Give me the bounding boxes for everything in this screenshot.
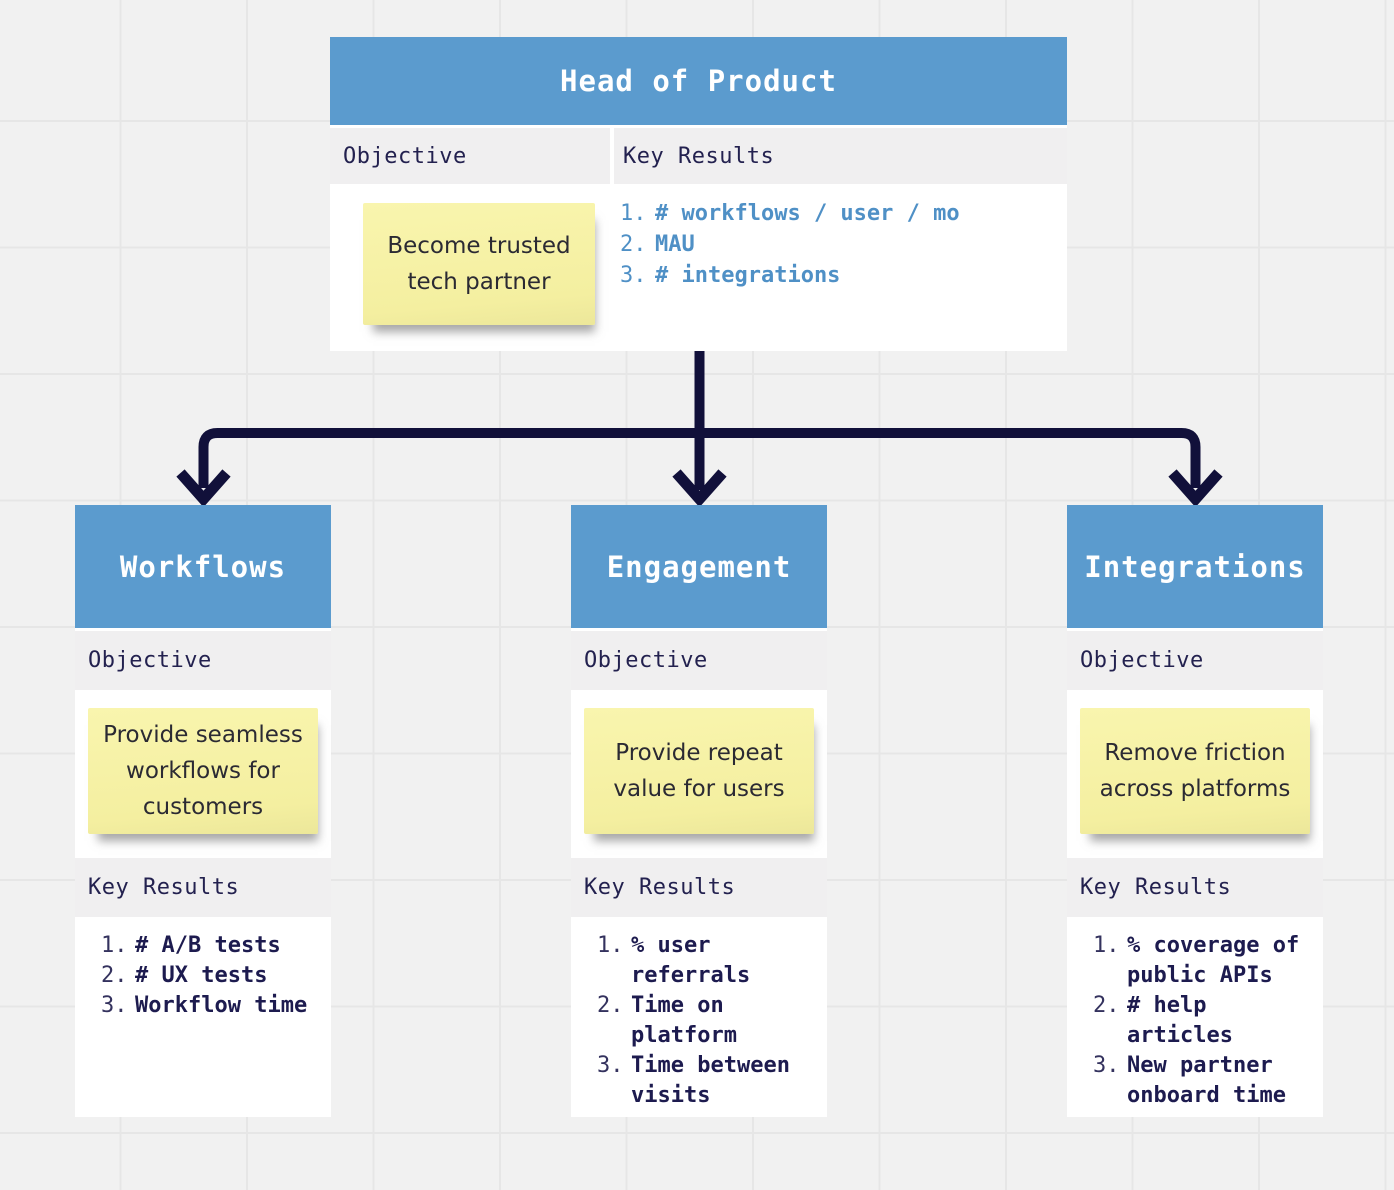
key-results-band-label: Key Results	[1080, 875, 1232, 900]
objective-text: Provide repeat value for users	[613, 740, 785, 802]
card-title: Workflows	[119, 549, 287, 584]
connector-bracket	[198, 428, 1201, 488]
sticky-note-objective[interactable]: Remove friction across platforms	[1080, 708, 1310, 834]
key-results-band-label: Key Results	[623, 143, 775, 169]
okr-card-integrations[interactable]: Integrations Objective Remove friction a…	[1067, 505, 1323, 1117]
key-result-item: # A/B tests	[101, 931, 281, 961]
card-title: Integrations	[1084, 549, 1306, 584]
arrowhead-right	[1168, 469, 1223, 508]
key-result-item: # help articles	[1093, 991, 1233, 1048]
objective-band-label: Objective	[343, 143, 467, 169]
objective-band: Objective	[330, 128, 610, 184]
okr-card-workflows[interactable]: Workflows Objective Provide seamless wor…	[75, 505, 331, 1117]
okr-card-engagement[interactable]: Engagement Objective Provide repeat valu…	[571, 505, 827, 1117]
key-results-list: % user referrals Time on platform Time b…	[571, 917, 827, 1111]
card-title-bar: Workflows	[75, 505, 331, 628]
key-results-band: Key Results	[571, 858, 827, 917]
arrowhead-center	[672, 469, 727, 508]
objective-band-label: Objective	[88, 648, 212, 673]
key-result-item: % user referrals	[597, 931, 751, 988]
key-result-item: Time on platform	[597, 991, 737, 1048]
objective-band: Objective	[75, 631, 331, 690]
key-results-list: # A/B tests # UX tests Workflow time	[75, 917, 331, 1021]
objective-band: Objective	[571, 631, 827, 690]
objective-band-label: Objective	[1080, 648, 1204, 673]
arrowhead-left	[176, 469, 231, 508]
key-results-list: # workflows / user / mo MAU # integratio…	[601, 184, 1067, 291]
objective-text: Provide seamless workflows for customers	[103, 722, 303, 820]
key-results-band-label: Key Results	[584, 875, 736, 900]
sticky-note-objective[interactable]: Become trusted tech partner	[363, 203, 595, 325]
key-results-band: Key Results	[75, 858, 331, 917]
key-result-item: MAU	[620, 229, 695, 260]
card-title-bar: Engagement	[571, 505, 827, 628]
key-result-item: % coverage of public APIs	[1093, 931, 1300, 988]
card-title: Engagement	[606, 549, 792, 584]
key-results-band: Key Results	[1067, 858, 1323, 917]
key-result-item: # integrations	[620, 260, 841, 291]
objective-text: Remove friction across platforms	[1099, 740, 1291, 802]
objective-band: Objective	[1067, 631, 1323, 690]
card-title: Head of Product	[560, 64, 837, 98]
sticky-note-objective[interactable]: Provide repeat value for users	[584, 708, 814, 834]
objective-text: Become trusted tech partner	[387, 233, 571, 295]
key-results-band: Key Results	[614, 128, 1067, 184]
key-result-item: Time between visits	[597, 1051, 790, 1108]
key-results-band-label: Key Results	[88, 875, 240, 900]
sticky-note-objective[interactable]: Provide seamless workflows for customers	[88, 708, 318, 834]
key-results-list: % coverage of public APIs # help article…	[1067, 917, 1323, 1111]
key-result-item: # UX tests	[101, 961, 268, 991]
card-title-bar: Head of Product	[330, 37, 1067, 125]
card-title-bar: Integrations	[1067, 505, 1323, 628]
objective-band-label: Objective	[584, 648, 708, 673]
okr-card-head-of-product[interactable]: Head of Product Objective Key Results Be…	[330, 37, 1067, 351]
key-result-item: New partner onboard time	[1093, 1051, 1286, 1108]
key-result-item: Workflow time	[101, 991, 308, 1021]
key-result-item: # workflows / user / mo	[620, 198, 960, 229]
